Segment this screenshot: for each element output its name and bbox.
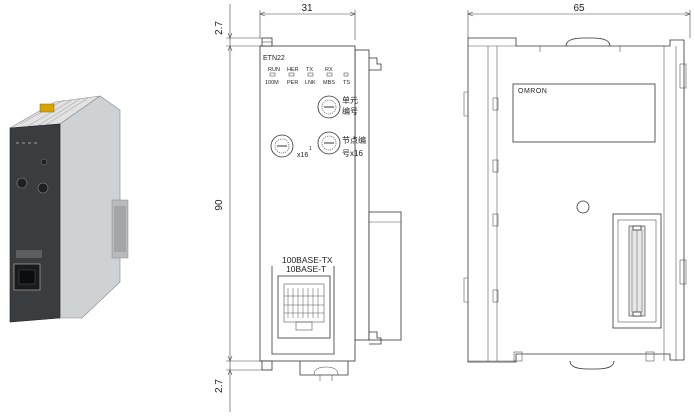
side-view [463,37,687,370]
dim-height: 90 [214,199,225,211]
dim-top-margin: 2.7 [214,21,225,35]
model-label: ETN22 [263,55,285,62]
product-photo [9,95,129,323]
node-number-switch [317,131,341,155]
led-label-tx: TX [306,67,313,73]
brand-logo: OMRON [518,88,547,95]
dim-front-width: 31 [301,3,313,14]
led-label-her: HER [287,67,299,73]
unit-label-1: 单元 [342,95,358,105]
led-labels-top: RUN HER TX RX [268,67,333,73]
led-label-100m: 100M [265,80,279,86]
led-tx [307,72,314,77]
x16-superscript: 1 [309,146,312,152]
led-label-rx: RX [325,67,333,73]
led-run [269,72,276,77]
led-rx [326,72,333,77]
x16-label: x16 [297,152,308,159]
led-label-ts: TS [343,80,350,86]
led-labels-bottom: 100M PER LNK MBS TS [265,80,350,86]
mounting-hole [576,200,590,214]
rj45-port-photo [13,263,41,291]
node-x16-1-switch [270,134,294,158]
yellow-connector [39,103,55,113]
unit-number-switch [317,95,341,119]
node-label-1: 节点编 [342,135,366,145]
led-label-mbs: MBS [323,80,335,86]
led-label-run: RUN [268,67,280,73]
led-indicators [269,72,349,77]
port-label-100base-tx: 100BASE-TX [282,255,333,265]
led-her [288,72,295,77]
dim-side-width: 65 [573,3,585,14]
dim-bottom-margin: 2.7 [214,379,225,393]
led-ts [343,72,349,77]
led-label-per: PER [287,80,298,86]
dimension-lines [226,4,691,412]
unit-label-2: 编号 [342,106,358,116]
led-label-lnk: LNK [305,80,316,86]
rj45-port [271,266,335,355]
port-label-10base-t: 10BASE-T [286,264,326,274]
node-label-2: 号x16 [342,149,363,158]
